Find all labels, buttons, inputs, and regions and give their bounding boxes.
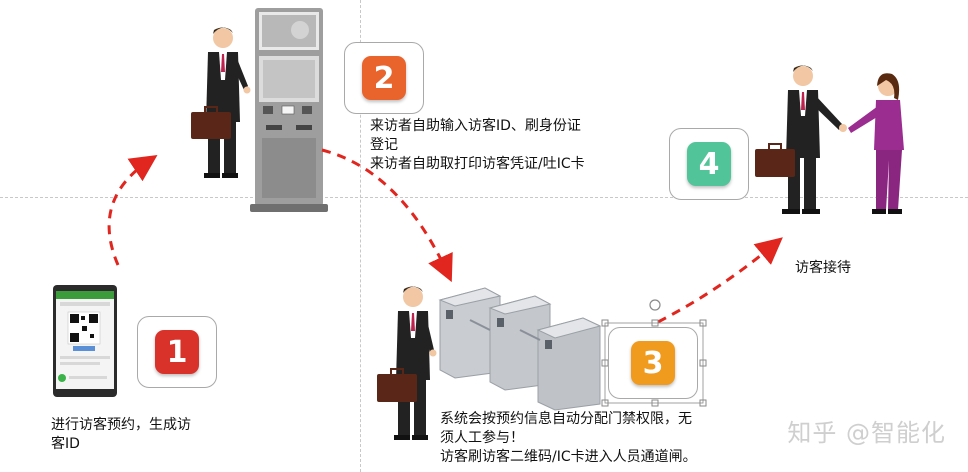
step-3-badge: 3 bbox=[631, 341, 675, 385]
step-3-frame: 3 bbox=[608, 327, 698, 399]
guide-line-vertical bbox=[360, 0, 361, 472]
guide-line-horizontal bbox=[0, 197, 968, 198]
step-4-frame: 4 bbox=[669, 128, 749, 200]
step-2-badge: 2 bbox=[362, 56, 406, 100]
step-2-frame: 2 bbox=[344, 42, 424, 114]
self-service-kiosk-icon bbox=[250, 8, 328, 212]
arrow-step2-to-step3 bbox=[321, 148, 453, 283]
visitor-at-gate-figure bbox=[377, 286, 437, 440]
selection-box bbox=[604, 322, 704, 404]
caption-line: 系统会按预约信息自动分配门禁权限，无 bbox=[440, 411, 692, 427]
caption-line: 客ID bbox=[51, 436, 80, 452]
caption-line: 访客刷访客二维码/IC卡进入人员通道闸。 bbox=[440, 449, 697, 465]
step-4-caption: 访客接待 bbox=[795, 259, 851, 278]
watermark: 知乎 @智能化 bbox=[787, 419, 946, 447]
caption-line: 来访者自助取打印访客凭证/吐IC卡 bbox=[370, 156, 585, 172]
step-4-badge: 4 bbox=[687, 142, 731, 186]
turnstile-gates-icon bbox=[438, 287, 602, 411]
step-1-badge: 1 bbox=[155, 330, 199, 374]
caption-line: 须人工参与！ bbox=[440, 430, 524, 446]
reception-handshake-figures bbox=[755, 65, 904, 214]
caption-line: 来访者自助输入访客ID、刷身份证 bbox=[370, 118, 581, 134]
caption-line: 访客接待 bbox=[795, 260, 851, 276]
caption-line: 登记 bbox=[370, 137, 398, 153]
phone-qr-icon bbox=[53, 285, 117, 397]
step-1-caption: 进行访客预约，生成访 客ID bbox=[51, 416, 191, 454]
caption-line: 进行访客预约，生成访 bbox=[51, 417, 191, 433]
step-2-caption: 来访者自助输入访客ID、刷身份证 登记 来访者自助取打印访客凭证/吐IC卡 bbox=[370, 117, 585, 174]
visitor-at-kiosk-figure bbox=[191, 27, 251, 178]
step-1-frame: 1 bbox=[137, 316, 217, 388]
rotate-handle-icon bbox=[649, 299, 661, 311]
step-3-caption: 系统会按预约信息自动分配门禁权限，无 须人工参与！ 访客刷访客二维码/IC卡进入… bbox=[440, 410, 697, 467]
arrow-step1-to-step2 bbox=[107, 155, 158, 266]
arrow-step3-to-step4 bbox=[657, 237, 783, 324]
